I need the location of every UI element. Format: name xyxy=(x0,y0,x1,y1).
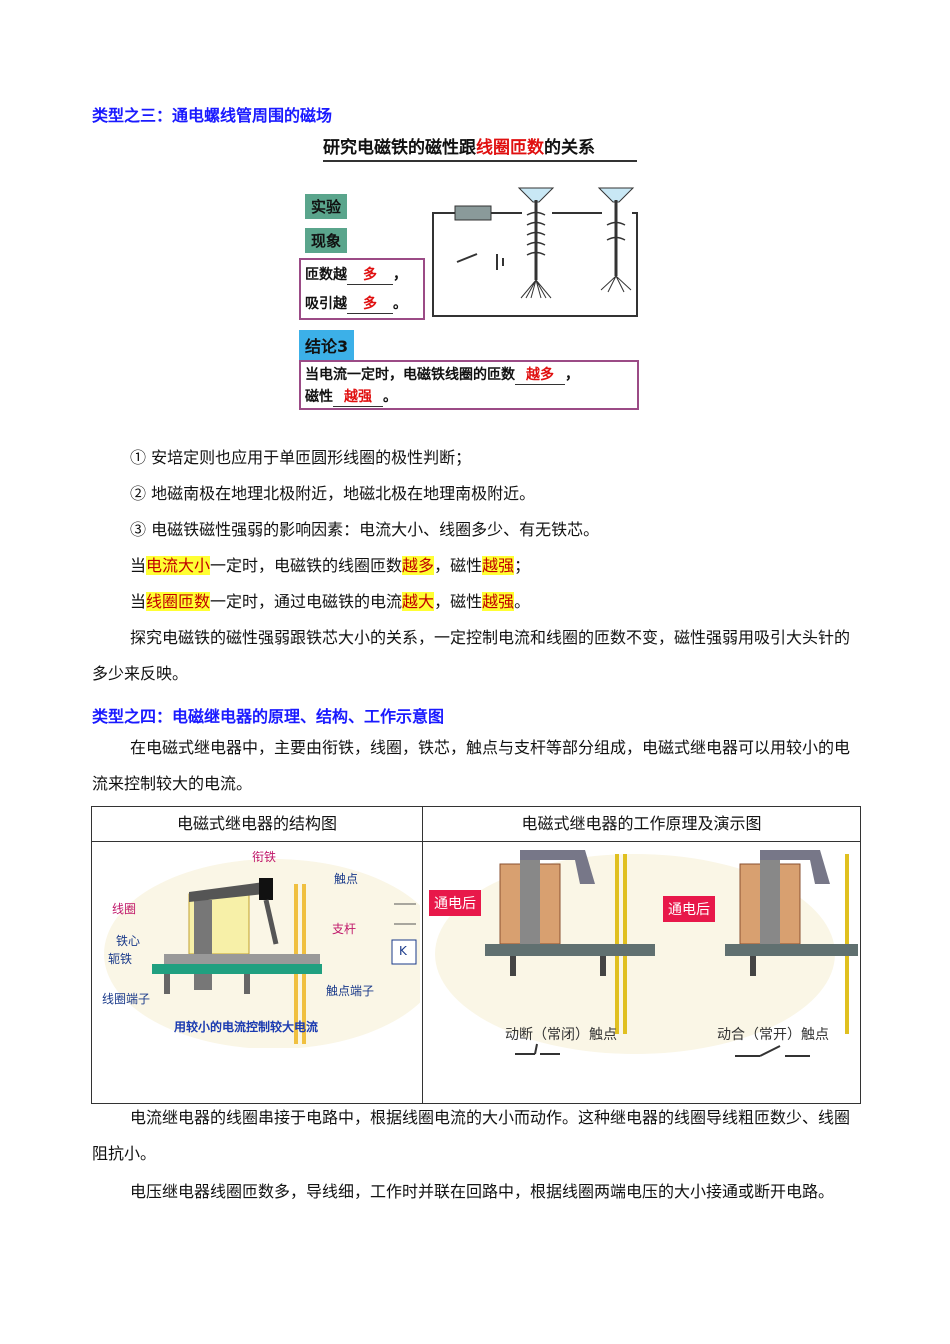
relay-demo-diagram: 通电后 通电后 动断（常闭）触点 动合（常开）触点 xyxy=(425,844,858,1066)
label-coil: 线圈 xyxy=(112,902,137,916)
section-heading: 类型之四：电磁继电器的原理、结构、工作示意图 xyxy=(92,707,445,726)
highlight-line-turns: 当线圈匝数一定时，通过电磁铁的电流越大，磁性越强。 xyxy=(130,592,531,611)
demo-left-caption: 动断（常闭）触点 xyxy=(505,1027,617,1043)
label-armature: 衔铁 xyxy=(252,850,277,864)
conclusion-label: 结论3 xyxy=(299,330,355,360)
figure-title: 研究电磁铁的磁性跟线圈匝数的关系 xyxy=(323,138,595,158)
label-core: 铁心 xyxy=(116,934,141,948)
experiment-label: 实验 xyxy=(305,194,348,219)
label-contact-terminal: 触点端子 xyxy=(326,984,375,998)
highlight-line-current: 当电流大小一定时，电磁铁的线圈匝数越多，磁性越强； xyxy=(130,556,531,575)
label-coil-terminal: 线圈端子 xyxy=(102,992,151,1006)
table-header: 电磁式继电器的结构图 xyxy=(92,807,422,842)
list-item: ① 安培定则也应用于单匝圆形线圈的极性判断； xyxy=(130,448,472,467)
demo-right-caption: 动合（常开）触点 xyxy=(717,1027,829,1043)
solenoid-circuit-diagram xyxy=(432,187,638,317)
conclusion-box: 当电流一定时，电磁铁线圈的匝数越多， 磁性越强。 xyxy=(299,360,639,410)
phenomenon-label: 现象 xyxy=(305,228,348,253)
demo-right-button: 通电后 xyxy=(663,896,715,922)
label-contact: 触点 xyxy=(334,872,359,886)
label-yoke: 轭铁 xyxy=(108,952,133,966)
paragraph: 电压继电器线圈匝数多，导线细，工作时并联在回路中，根据线圈两端电压的大小接通或断… xyxy=(130,1182,835,1201)
relay-structure-diagram: 衔铁 触点 线圈 支杆 铁心 轭铁 线圈端子 触点端子 K 用较小的电流控制较大… xyxy=(94,844,420,1048)
solenoid-experiment-figure: 研究电磁铁的磁性跟线圈匝数的关系 实验 现象 匝数越多， 吸引越多。 结论3 当… xyxy=(295,128,645,413)
table-divider xyxy=(422,807,423,1103)
list-item: ③ 电磁铁磁性强弱的影响因素：电流大小、线圈多少、有无铁芯。 xyxy=(130,520,600,539)
relay-table: 电磁式继电器的结构图 电磁式继电器的工作原理及演示图 衔铁 触点 线圈 支杆 铁… xyxy=(91,806,861,1104)
title-underline xyxy=(323,160,637,162)
structure-caption: 用较小的电流控制较大电流 xyxy=(174,1020,319,1034)
table-header: 电磁式继电器的工作原理及演示图 xyxy=(423,807,860,842)
section-heading: 类型之三：通电螺线管周围的磁场 xyxy=(92,106,333,125)
label-k: K xyxy=(399,944,407,958)
demo-left-button: 通电后 xyxy=(429,890,481,916)
paragraph: 在电磁式继电器中，主要由衔铁，线圈，铁芯，触点与支杆等部分组成，电磁式继电器可以… xyxy=(92,738,851,793)
label-rod: 支杆 xyxy=(332,922,357,936)
list-item: ② 地磁南极在地理北极附近，地磁北极在地理南极附近。 xyxy=(130,484,536,503)
paragraph: 探究电磁铁的磁性强弱跟铁芯大小的关系，一定控制电流和线圈的匝数不变，磁性强弱用吸… xyxy=(92,628,851,683)
phenomenon-box: 匝数越多， 吸引越多。 xyxy=(299,258,425,320)
paragraph: 电流继电器的线圈串接于电路中，根据线圈电流的大小而动作。这种继电器的线圈导线粗匝… xyxy=(92,1108,851,1163)
